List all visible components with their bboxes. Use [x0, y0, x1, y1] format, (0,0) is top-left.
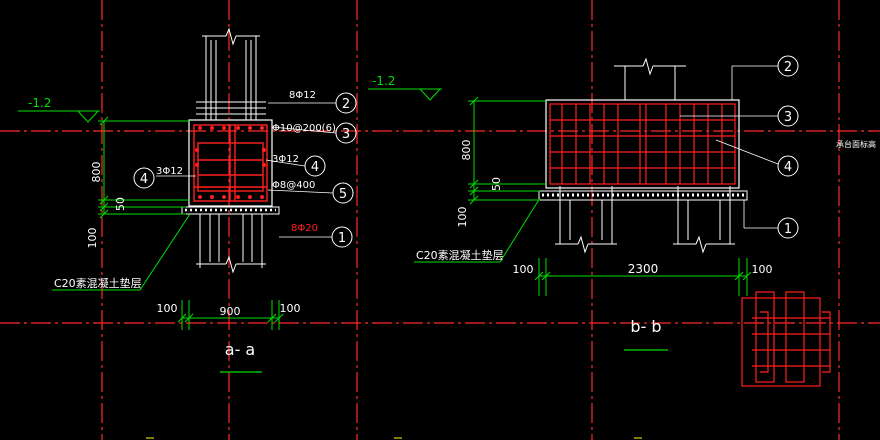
section-b-b: -1.2 — [368, 55, 876, 351]
svg-text:4: 4 — [140, 172, 148, 187]
dim-left-b: 100 — [513, 263, 534, 276]
callout-1-b: 1 — [777, 217, 799, 239]
dimension-horizontal-a — [177, 300, 284, 330]
label-bottom-bars: 8Φ20 — [291, 223, 318, 234]
rebar-dots-a — [195, 126, 266, 199]
callout-4-b: 4 — [777, 155, 799, 177]
pile-stub-a — [196, 214, 266, 274]
svg-text:5: 5 — [339, 187, 347, 202]
dimension-vertical-b — [468, 96, 546, 205]
dim-right-a: 100 — [280, 302, 301, 315]
elevation-marker-b: -1.2 — [368, 74, 442, 101]
dim-pad-b: 100 — [456, 207, 469, 228]
concrete-pad-b — [538, 190, 748, 201]
callout-4-right-a: 4 — [304, 155, 326, 177]
callout-3-b: 3 — [777, 105, 799, 127]
leaders-a — [156, 102, 337, 238]
column-stub-a — [196, 27, 266, 120]
leaders-b — [680, 65, 779, 229]
side-note-b: 承台面标高 — [836, 139, 876, 149]
pile-cap-plan-detail — [741, 291, 831, 387]
rebar-cage-b — [549, 103, 736, 185]
label-side-bars-right: 3Φ12 — [272, 154, 299, 165]
svg-text:3: 3 — [784, 110, 792, 125]
pile-cap-outline-a — [188, 119, 273, 207]
dim-right-b: 100 — [752, 263, 773, 276]
dim-height-b: 800 — [460, 140, 473, 161]
callout-1-a: 1 — [331, 226, 353, 248]
dim-cover-a: 50 — [114, 197, 127, 211]
svg-text:1: 1 — [338, 231, 346, 246]
label-tie: Φ8@400 — [272, 180, 315, 191]
svg-text:4: 4 — [784, 160, 792, 175]
dim-left-a: 100 — [157, 302, 178, 315]
rebar-cage-a — [193, 124, 268, 202]
label-side-bars-left: 3Φ12 — [156, 166, 183, 177]
svg-text:2: 2 — [342, 97, 350, 112]
svg-text:1: 1 — [784, 222, 792, 237]
callout-3-a: 3 — [335, 122, 357, 144]
callout-5-a: 5 — [332, 182, 354, 204]
section-a-a: -1.2 — [18, 27, 357, 373]
concrete-pad-a — [181, 206, 280, 215]
svg-text:4: 4 — [311, 160, 319, 175]
callout-4-left-a: 4 — [133, 167, 155, 189]
svg-text:2: 2 — [784, 60, 792, 75]
column-stub-b — [614, 57, 686, 100]
dim-length-b: 2300 — [628, 262, 659, 276]
pad-note-b: C20素混凝土垫层 — [416, 248, 504, 262]
elevation-marker-a: -1.2 — [18, 96, 100, 123]
dimension-horizontal-b — [534, 258, 752, 296]
elevation-label-a: -1.2 — [28, 96, 51, 110]
dimension-vertical-a — [98, 116, 190, 219]
pad-note-a: C20素混凝土垫层 — [54, 276, 142, 290]
dim-cover-b: 50 — [490, 177, 503, 191]
section-title-b: b- b — [630, 317, 661, 336]
pile-stubs-b — [555, 186, 735, 254]
callout-2-b: 2 — [777, 55, 799, 77]
dim-height-a: 800 — [90, 162, 103, 183]
label-top-bars: 8Φ12 — [289, 90, 316, 101]
callout-2-a: 2 — [335, 92, 357, 114]
label-stirrup: Φ10@200(6) — [272, 123, 336, 134]
pile-cap-outline-b — [545, 99, 740, 189]
section-title-a: a- a — [225, 340, 255, 359]
elevation-label-b: -1.2 — [372, 74, 395, 88]
dim-pad-a: 100 — [86, 228, 99, 249]
svg-text:3: 3 — [342, 127, 350, 142]
dim-width-a: 900 — [220, 305, 241, 318]
